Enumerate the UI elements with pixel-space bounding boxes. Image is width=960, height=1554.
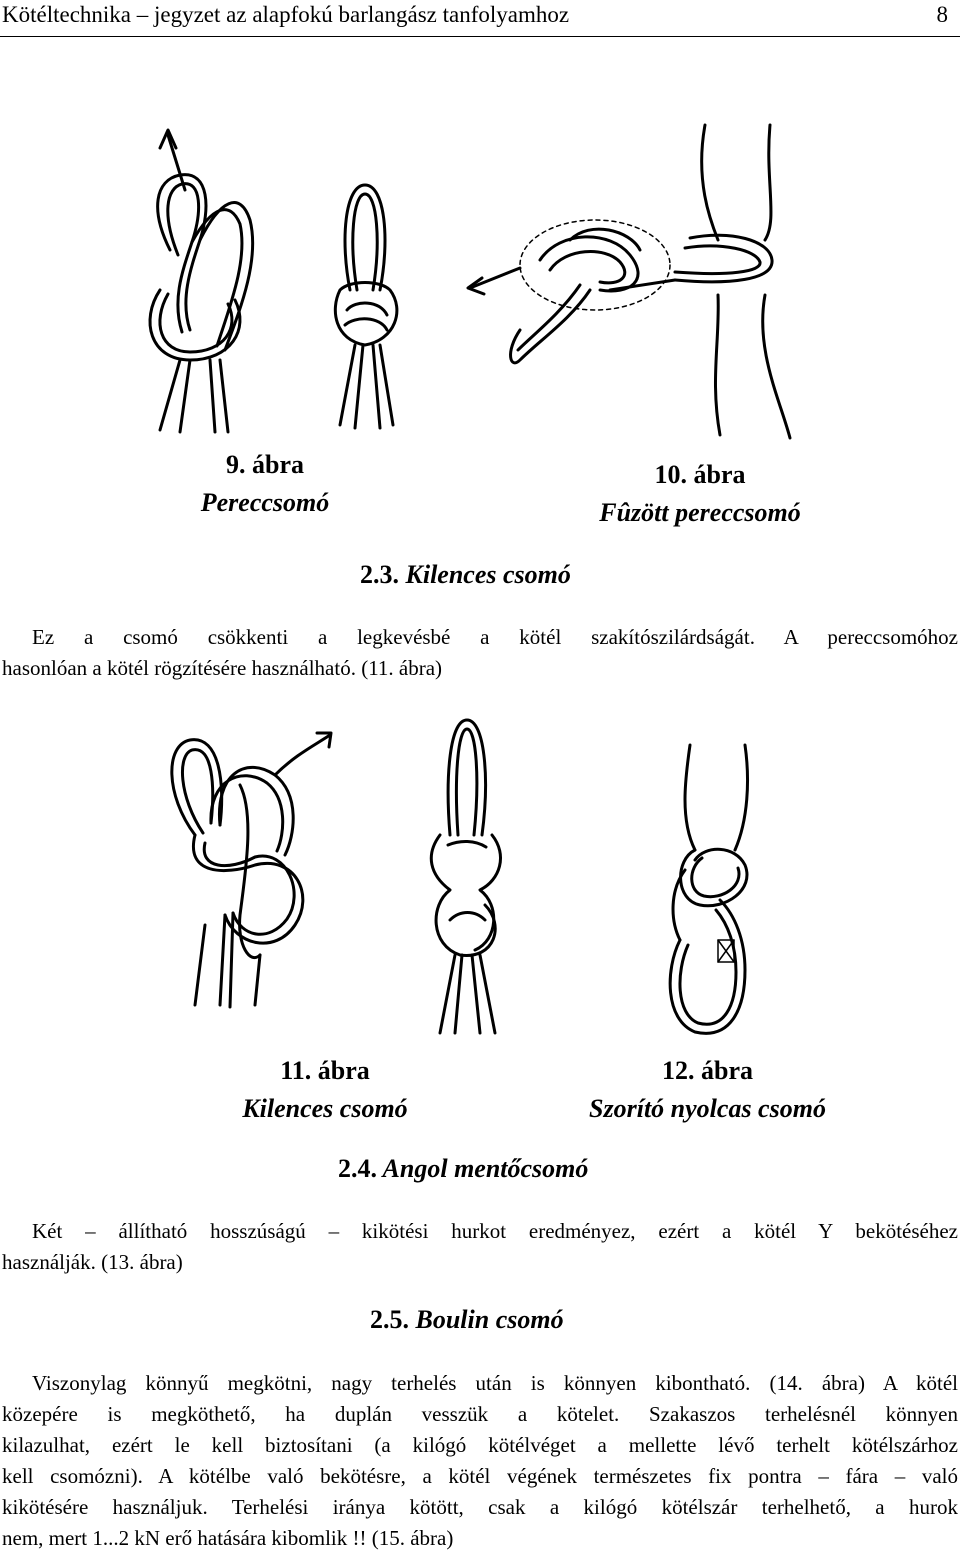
- page-number: 8: [936, 2, 949, 27]
- section-2-4-title: Angol mentőcsomó: [382, 1154, 589, 1183]
- section-2-3-title: Kilences csomó: [405, 560, 571, 589]
- paragraph-line: használják. (13. ábra): [2, 1250, 183, 1274]
- figure-9-bowline-second-drawing: [333, 183, 399, 430]
- page-header: Kötéltechnika – jegyzet az alapfokú barl…: [0, 0, 960, 37]
- section-2-4-heading: 2.4. Angol mentőcsomó: [338, 1154, 588, 1184]
- figure-10-caption: 10. ábra Fûzött pereccsomó: [560, 456, 840, 532]
- figure-12-caption: 12. ábra Szorító nyolcas csomó: [560, 1052, 855, 1128]
- paragraph-line: kell csomózni). A kötélbe való bekötésre…: [2, 1464, 958, 1488]
- section-2-5-title: Boulin csomó: [415, 1305, 564, 1334]
- figure-11-name: Kilences csomó: [242, 1094, 408, 1123]
- figure-9-number: 9. ábra: [226, 450, 304, 479]
- figure-12-name: Szorító nyolcas csomó: [589, 1094, 826, 1123]
- figure-11-figure-nine-knot-drawing: [170, 731, 333, 1009]
- figure-12-number: 12. ábra: [662, 1056, 753, 1085]
- figure-10-threaded-bowline-drawing: [466, 123, 792, 440]
- paragraph-line: Ez a csomó csökkenti a legkevésbé a köté…: [32, 625, 958, 649]
- paragraph-line: Viszonylag könnyű megkötni, nagy terhelé…: [32, 1371, 958, 1395]
- section-2-5-paragraph: Viszonylag könnyű megkötni, nagy terhelé…: [2, 1368, 958, 1554]
- section-2-4-paragraph: Két – állítható hosszúságú – kikötési hu…: [2, 1216, 958, 1278]
- figure-9-caption: 9. ábra Pereccsomó: [170, 446, 360, 522]
- figure-12-clove-eight-carabiner-drawing: [668, 743, 749, 1035]
- section-2-5-heading: 2.5. Boulin csomó: [370, 1305, 564, 1335]
- section-2-3-paragraph: Ez a csomó csökkenti a legkevésbé a köté…: [2, 622, 958, 684]
- figure-10-name: Fûzött pereccsomó: [599, 498, 801, 527]
- section-2-4-number: 2.4.: [338, 1154, 377, 1183]
- section-2-5-number: 2.5.: [370, 1305, 409, 1334]
- paragraph-line: nem, mert 1...2 kN erő hatására kibomlik…: [2, 1526, 454, 1550]
- figure-11-caption: 11. ábra Kilences csomó: [200, 1052, 450, 1128]
- figure-10-number: 10. ábra: [654, 460, 746, 489]
- paragraph-line: Két – állítható hosszúságú – kikötési hu…: [32, 1219, 958, 1243]
- figure-11-number: 11. ábra: [280, 1056, 370, 1085]
- figure-9-bowline-drawing: [148, 128, 255, 434]
- figure-11-figure-nine-knot-second-drawing: [429, 718, 502, 1035]
- paragraph-line: hasonlóan a kötél rögzítésére használhat…: [2, 656, 443, 680]
- document-title: Kötéltechnika – jegyzet az alapfokú barl…: [2, 2, 570, 27]
- section-2-3-number: 2.3.: [360, 560, 399, 589]
- figure-9-name: Pereccsomó: [200, 488, 330, 517]
- section-2-3-heading: 2.3. Kilences csomó: [360, 560, 571, 590]
- paragraph-line: kikötésére használjuk. Terhelési iránya …: [2, 1495, 958, 1519]
- paragraph-line: közepére is megköthető, ha duplán vesszü…: [2, 1402, 958, 1426]
- paragraph-line: kilazulhat, ezért le kell biztosítani (a…: [2, 1433, 958, 1457]
